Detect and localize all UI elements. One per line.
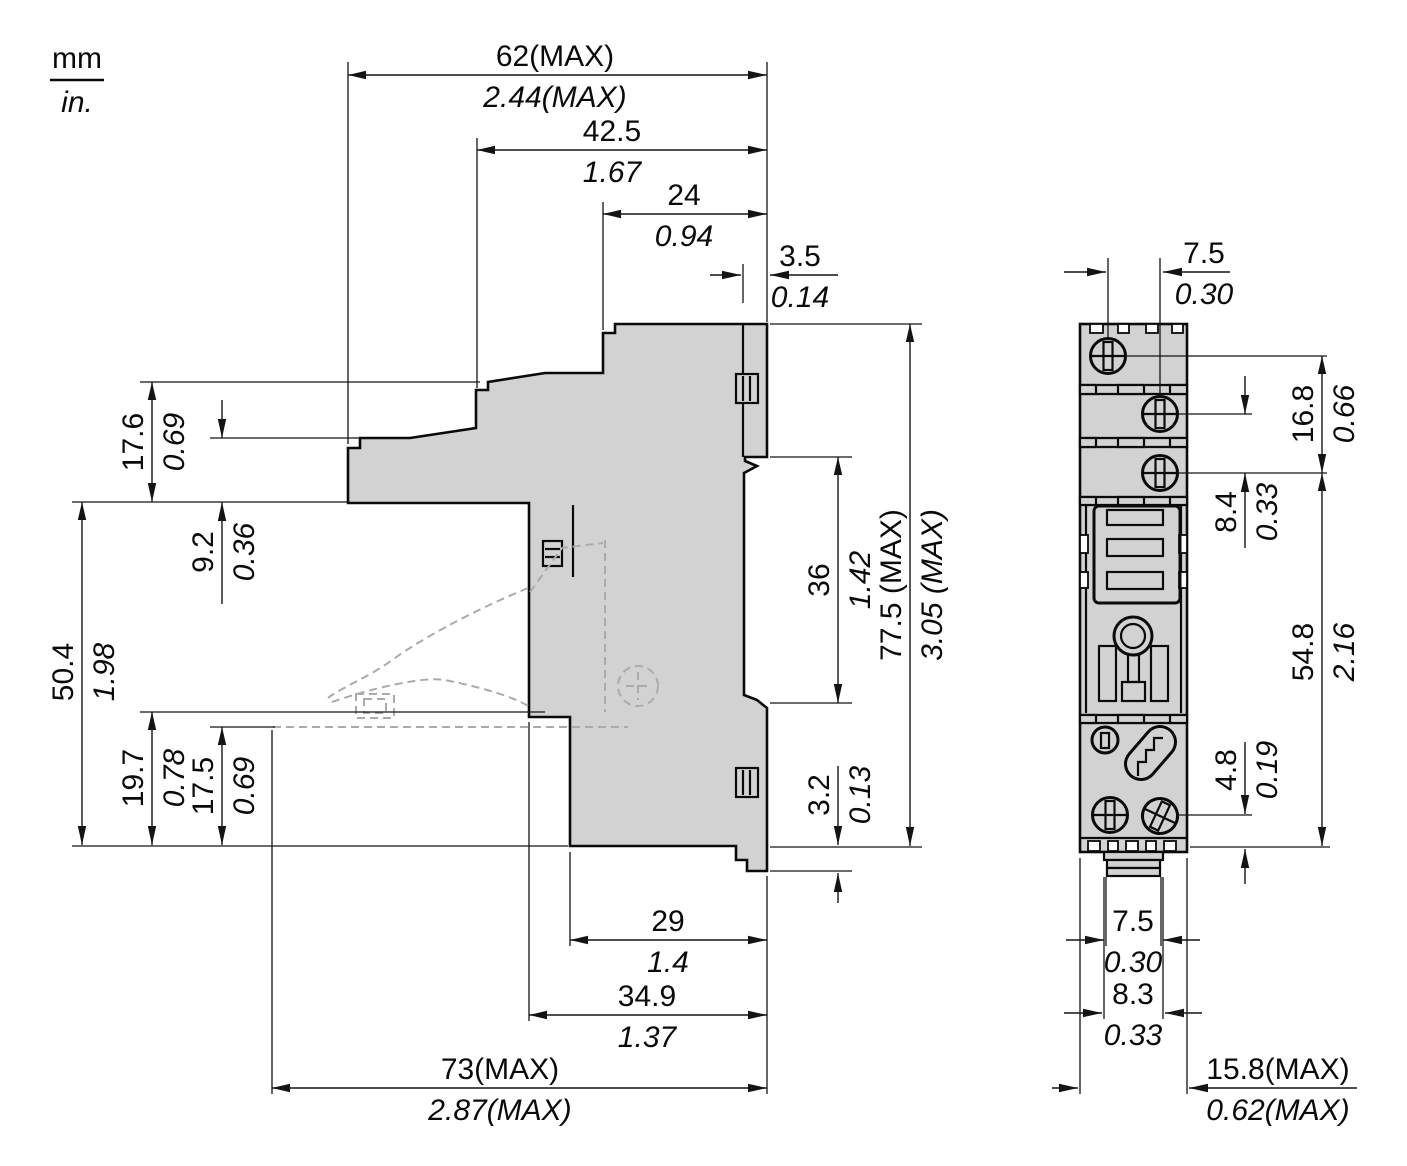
- dim-height-max: 77.5 (MAX) 3.05 (MAX): [875, 324, 949, 846]
- dim-tab-width: 7.5 0.30: [1066, 905, 1200, 979]
- dim-foot-height: 3.2 0.13: [803, 765, 877, 903]
- dim-width-lower2: 34.9 1.37: [529, 980, 767, 1054]
- dim-bottom-screw-offset: 4.8 0.19: [1210, 740, 1284, 884]
- dim-label: 0.69: [228, 756, 261, 815]
- side-extension-lines: [72, 62, 922, 1094]
- dim-label: 9.2: [187, 531, 220, 573]
- dim-label: 0.13: [844, 765, 877, 824]
- dim-label: 7.5: [1112, 905, 1154, 938]
- dim-label: 0.94: [655, 220, 713, 253]
- dim-label: 2.87(MAX): [427, 1094, 571, 1127]
- dim-front-width-max: 15.8(MAX) 0.62(MAX): [1052, 1053, 1357, 1127]
- dim-label: 4.8: [1210, 749, 1243, 791]
- side-clip-window-mid: [541, 539, 564, 568]
- dim-label: 1.67: [583, 156, 643, 189]
- dim-label: 0.62(MAX): [1206, 1094, 1349, 1127]
- dim-label: 2.44(MAX): [482, 81, 626, 114]
- dim-label: 8.3: [1112, 978, 1154, 1011]
- screw-terminal-5: [1141, 797, 1179, 835]
- dim-step-height: 17.6 0.69: [117, 382, 191, 502]
- dim-label: 0.36: [228, 522, 261, 581]
- screw-terminal-4: [1091, 796, 1129, 834]
- screw-terminal-2: [1141, 395, 1179, 433]
- dim-screw-gap: 8.4 0.33: [1210, 376, 1284, 548]
- dim-label: 34.9: [618, 980, 676, 1013]
- dim-screw-pitch: 7.5 0.30: [1064, 237, 1234, 311]
- screw-terminal-1: [1089, 337, 1127, 375]
- units-legend: mm in.: [50, 42, 104, 119]
- units-inch-label: in.: [61, 86, 93, 119]
- dim-lower-height: 50.4 1.98: [47, 502, 121, 845]
- dim-arm-height: 9.2 0.36: [187, 400, 261, 604]
- dim-label: 0.14: [771, 281, 829, 314]
- dim-label: 3.2: [803, 774, 836, 816]
- dim-label: 73(MAX): [441, 1053, 559, 1086]
- dim-label: 0.78: [158, 748, 191, 807]
- dim-label: 0.19: [1251, 740, 1284, 799]
- dim-din-slot: 36 1.42: [803, 457, 877, 703]
- dim-label: 7.5: [1183, 237, 1225, 270]
- dim-clip-offset: 3.5 0.14: [710, 240, 838, 314]
- dim-label: 1.37: [618, 1021, 678, 1054]
- front-divider-bands: [1078, 383, 1189, 852]
- screw-terminal-3: [1141, 454, 1179, 492]
- dim-label: 3.05 (MAX): [916, 509, 949, 661]
- front-relay-well: [1079, 504, 1188, 713]
- dim-label: 50.4: [47, 643, 80, 701]
- front-top-notches: [1089, 323, 1184, 334]
- side-clip-window-top: [734, 372, 760, 405]
- dim-label: 29: [651, 905, 684, 938]
- dim-label: 62(MAX): [496, 40, 614, 73]
- dim-width-upper: 42.5 1.67: [477, 115, 767, 189]
- dim-label: 0.33: [1251, 482, 1284, 541]
- front-lower-section: [1090, 725, 1177, 781]
- dim-width-lower: 29 1.4: [570, 905, 767, 979]
- dim-label: 54.8: [1287, 623, 1320, 681]
- dim-body-height: 54.8 2.16: [1287, 473, 1361, 846]
- dim-width-tower: 24 0.94: [603, 179, 767, 253]
- dim-flange-height: 19.7 0.78: [117, 712, 191, 845]
- dim-label: 16.8: [1287, 385, 1320, 443]
- front-extension-lines: [1079, 258, 1330, 1094]
- dim-label: 36: [803, 563, 836, 596]
- dim-label: 2.16: [1328, 622, 1361, 682]
- dim-label: 1.98: [88, 642, 121, 701]
- dim-label: 24: [667, 179, 700, 212]
- dim-label: 0.66: [1328, 384, 1361, 443]
- side-body-outline: [346, 322, 769, 873]
- dim-label: 77.5 (MAX): [875, 509, 908, 661]
- dim-label: 42.5: [583, 115, 641, 148]
- dim-screw-span: 16.8 0.66: [1287, 356, 1361, 473]
- front-view: 7.5 0.30 16.8 0.66 8.4 0.33 54.8 2.16 4.…: [1052, 237, 1361, 1127]
- dim-tab-width2: 8.3 0.33: [1064, 978, 1202, 1052]
- dim-label: 0.30: [1104, 946, 1163, 979]
- dim-label: 19.7: [117, 749, 150, 807]
- dim-label: 1.4: [647, 946, 689, 979]
- dim-label: 3.5: [779, 240, 821, 273]
- dim-width-max: 62(MAX) 2.44(MAX): [348, 40, 767, 114]
- dim-label: 0.33: [1104, 1019, 1163, 1052]
- dim-label: 15.8(MAX): [1206, 1053, 1349, 1086]
- side-clip-window-bottom: [734, 766, 760, 799]
- dim-label: 17.5: [187, 757, 220, 815]
- units-mm-label: mm: [52, 42, 102, 75]
- dim-label: 0.69: [158, 412, 191, 471]
- dim-socket-height: 17.5 0.69: [187, 727, 261, 845]
- side-view: 62(MAX) 2.44(MAX) 42.5 1.67 24 0.94 3.5 …: [47, 40, 949, 1127]
- side-relay-dashed-outline: [273, 540, 659, 728]
- dim-label: 8.4: [1210, 491, 1243, 533]
- dim-label: 17.6: [117, 413, 150, 471]
- dim-label: 0.30: [1175, 278, 1234, 311]
- front-din-clip-tab: [1102, 850, 1165, 878]
- dim-label: 1.42: [844, 550, 877, 609]
- dim-depth-max: 73(MAX) 2.87(MAX): [272, 1053, 767, 1127]
